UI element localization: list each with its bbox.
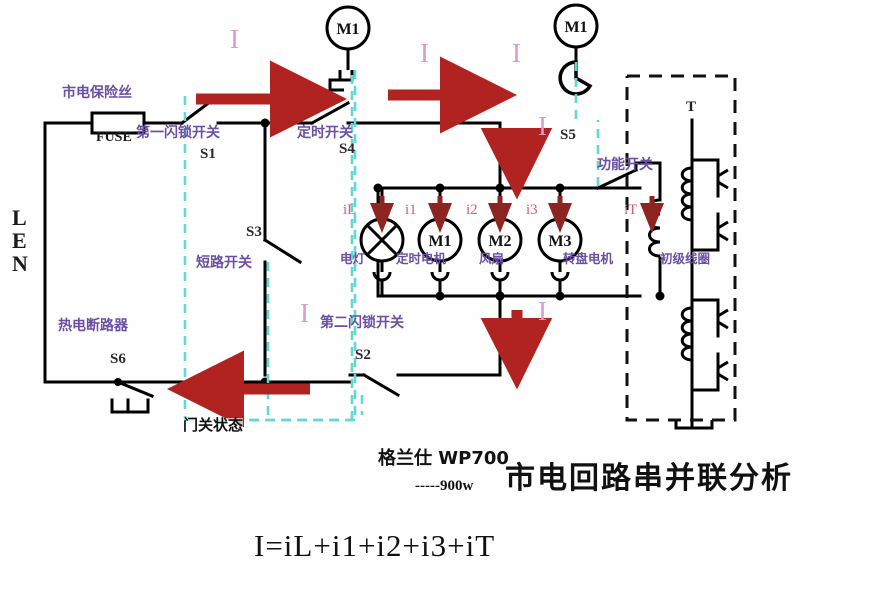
- current-mark-4: I: [538, 111, 547, 141]
- title-power: -----900w: [415, 478, 474, 494]
- current-mark-3: I: [512, 38, 521, 68]
- load-current-arrows: [370, 196, 664, 233]
- current-flow-arrows: [167, 56, 553, 428]
- s3-id: S3: [246, 224, 262, 240]
- title-brand: 格兰仕 WP700: [378, 448, 509, 469]
- transformer-id: T: [686, 99, 697, 115]
- current-mark-5: I: [538, 296, 547, 326]
- door-state-label: 门关状态: [183, 416, 244, 434]
- current-label-il: iL: [343, 202, 357, 218]
- s5-id: S5: [560, 127, 576, 143]
- s6-label: 热电断路器: [58, 318, 128, 334]
- top-motor-symbol-1: M1: [336, 21, 359, 38]
- current-mark-2: I: [420, 38, 429, 68]
- fuse-label: 市电保险丝: [62, 85, 132, 101]
- current-mark-6: I: [300, 298, 309, 328]
- top-motor-symbols: [325, 3, 599, 96]
- current-mark-1: I: [230, 24, 239, 54]
- load-name-primary-coil: 初级线圈: [660, 251, 711, 266]
- terminal-l: L: [12, 205, 28, 230]
- load-symbol-m2: M2: [488, 233, 511, 250]
- current-label-i2: i2: [466, 202, 478, 218]
- transformer-enclosure: [625, 74, 737, 422]
- terminal-e: E: [12, 228, 28, 253]
- load-name-lamp: 电灯: [340, 251, 366, 266]
- top-motor-symbol-2: M1: [564, 19, 587, 36]
- fuse-text: FUSE: [96, 130, 132, 145]
- s5-label: 功能开关: [597, 157, 653, 173]
- load-name-turntable: 转盘电机: [563, 251, 614, 266]
- s4-label: 定时开关: [297, 125, 353, 141]
- s2-id: S2: [355, 347, 371, 363]
- s2-label: 第二闪锁开关: [320, 315, 404, 331]
- s1-id: S1: [200, 146, 216, 162]
- s1-label: 第一闪锁开关: [136, 125, 220, 141]
- current-label-i1: i1: [405, 202, 417, 218]
- s3-label: 短路开关: [196, 255, 252, 271]
- terminal-n: N: [12, 251, 29, 276]
- s4-id: S4: [339, 141, 355, 157]
- secondary-coil-symbols: [674, 166, 729, 430]
- s6-id: S6: [110, 351, 126, 367]
- load-symbol-m3: M3: [548, 233, 571, 250]
- load-name-timer-motor: 定时电机: [396, 251, 447, 266]
- current-label-it: iT: [624, 202, 638, 218]
- current-label-i3: i3: [526, 202, 538, 218]
- current-equation: I=iL+i1+i2+i3+iT: [254, 528, 496, 563]
- load-name-fan: 风扇: [479, 251, 505, 266]
- load-symbol-m1: M1: [428, 233, 451, 250]
- title-main: 市电回路串并联分析: [505, 461, 793, 496]
